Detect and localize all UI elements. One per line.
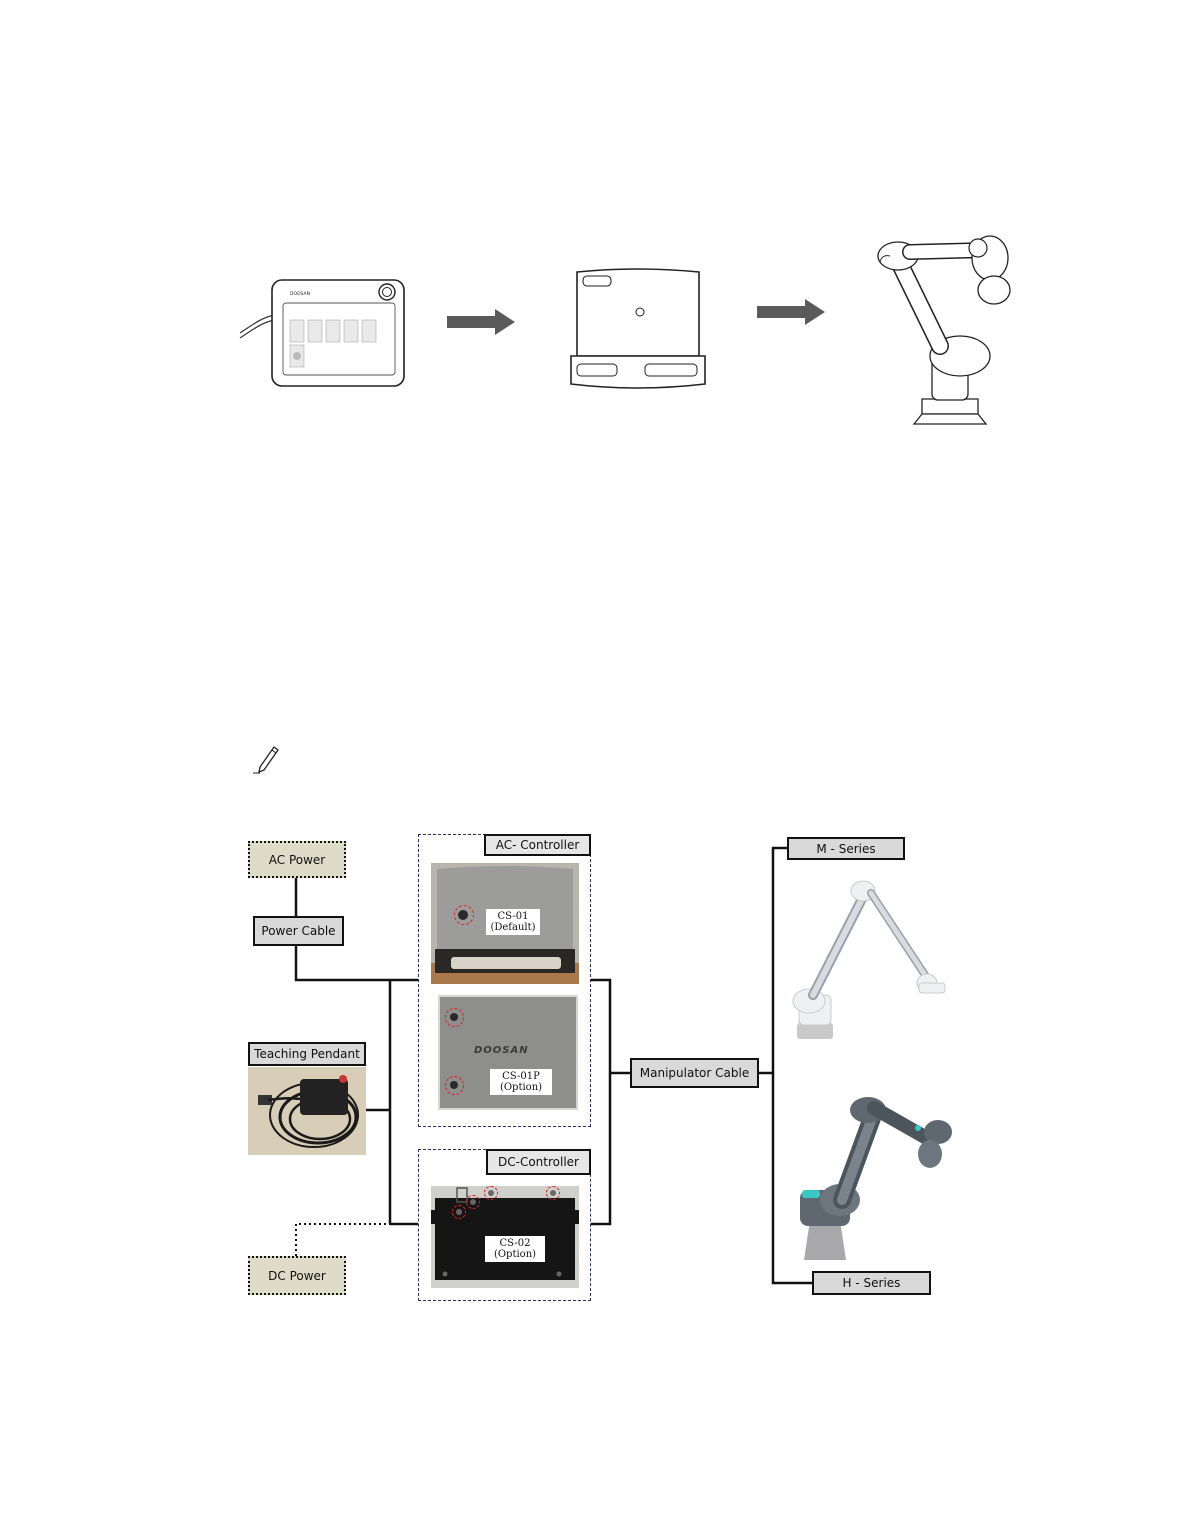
cs02-caption: CS-02 (Option) <box>485 1236 545 1262</box>
cs01p-controller-photo: DOOSAN CS-01P (Option) <box>438 995 578 1110</box>
dc-controller-label: DC-Controller <box>486 1149 591 1175</box>
robot-arm-illustration <box>870 234 1030 428</box>
teaching-pendant-illustration: DOOSAN <box>235 275 410 390</box>
pencil-icon <box>252 743 282 775</box>
top-flow-diagram: DOOSAN <box>235 230 1035 430</box>
cs02-type: (Option) <box>489 1249 541 1260</box>
dc-controller-group <box>418 1149 591 1301</box>
connector-marker <box>484 1186 498 1200</box>
teaching-pendant-label: Teaching Pendant <box>248 1042 366 1066</box>
cs02-controller-photo: CS-02 (Option) <box>431 1186 579 1288</box>
power-cable-label: Power Cable <box>253 916 344 946</box>
dc-power-label: DC Power <box>248 1256 346 1295</box>
m-series-robot-image <box>785 875 955 1045</box>
connector-marker <box>445 1008 464 1027</box>
cs01-code: CS-01 <box>490 911 536 922</box>
pendant-brand-text: DOOSAN <box>290 291 310 297</box>
connector-marker <box>445 1076 464 1095</box>
cs01p-type: (Option) <box>494 1082 548 1093</box>
cs01p-caption: CS-01P (Option) <box>490 1069 552 1095</box>
h-series-label: H - Series <box>812 1271 931 1295</box>
cs01p-brand-text: DOOSAN <box>474 1045 529 1056</box>
arrow-right-icon <box>445 308 517 336</box>
cs02-code: CS-02 <box>489 1238 541 1249</box>
arrow-right-icon <box>755 298 827 326</box>
connector-marker <box>546 1186 560 1200</box>
connector-marker <box>452 1205 466 1219</box>
ac-controller-group <box>418 834 591 1127</box>
connector-marker <box>466 1195 480 1209</box>
ac-power-label: AC Power <box>248 841 346 878</box>
cs01-controller-photo: CS-01 (Default) <box>431 863 579 984</box>
ac-controller-label: AC- Controller <box>484 834 591 856</box>
h-series-robot-image <box>790 1090 960 1270</box>
cs01-caption: CS-01 (Default) <box>486 909 540 935</box>
controller-illustration <box>567 264 709 396</box>
cs01p-code: CS-01P <box>494 1071 548 1082</box>
manipulator-cable-label: Manipulator Cable <box>630 1058 759 1088</box>
connector-marker <box>454 905 474 925</box>
cs01-type: (Default) <box>490 922 536 933</box>
m-series-label: M - Series <box>787 837 905 860</box>
teaching-pendant-photo <box>248 1067 366 1155</box>
